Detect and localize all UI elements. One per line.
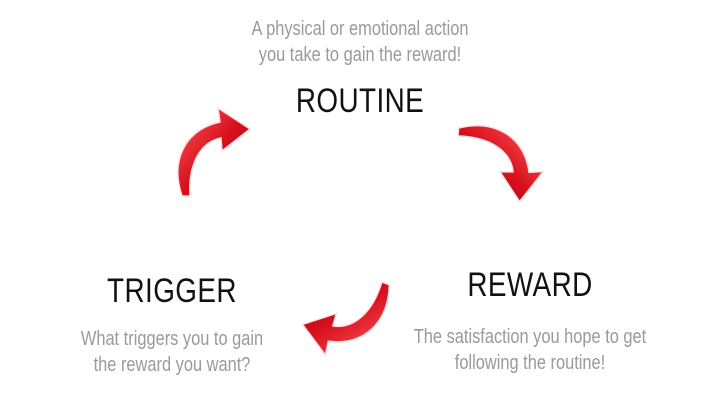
routine-description: A physical or emotional action you take … <box>229 16 491 68</box>
trigger-title: TRIGGER <box>107 272 237 310</box>
routine-title: ROUTINE <box>295 82 425 120</box>
reward-desc-line-2: following the routine! <box>454 352 606 374</box>
reward-description: The satisfaction you hope to get followi… <box>399 324 661 376</box>
reward-desc-line-1: The satisfaction you hope to get <box>413 326 647 348</box>
arrow-reward-to-trigger-icon <box>291 259 402 379</box>
arrow-routine-to-reward-icon <box>451 116 556 206</box>
routine-desc-line-2: you take to gain the reward! <box>258 44 462 66</box>
arrow-trigger-to-routine-icon <box>170 100 252 198</box>
trigger-desc-line-2: the reward you want? <box>93 354 251 376</box>
reward-title: REWARD <box>467 266 593 304</box>
trigger-desc-line-1: What triggers you to gain <box>80 328 264 350</box>
routine-desc-line-1: A physical or emotional action <box>251 18 469 40</box>
trigger-description: What triggers you to gain the reward you… <box>41 326 303 378</box>
